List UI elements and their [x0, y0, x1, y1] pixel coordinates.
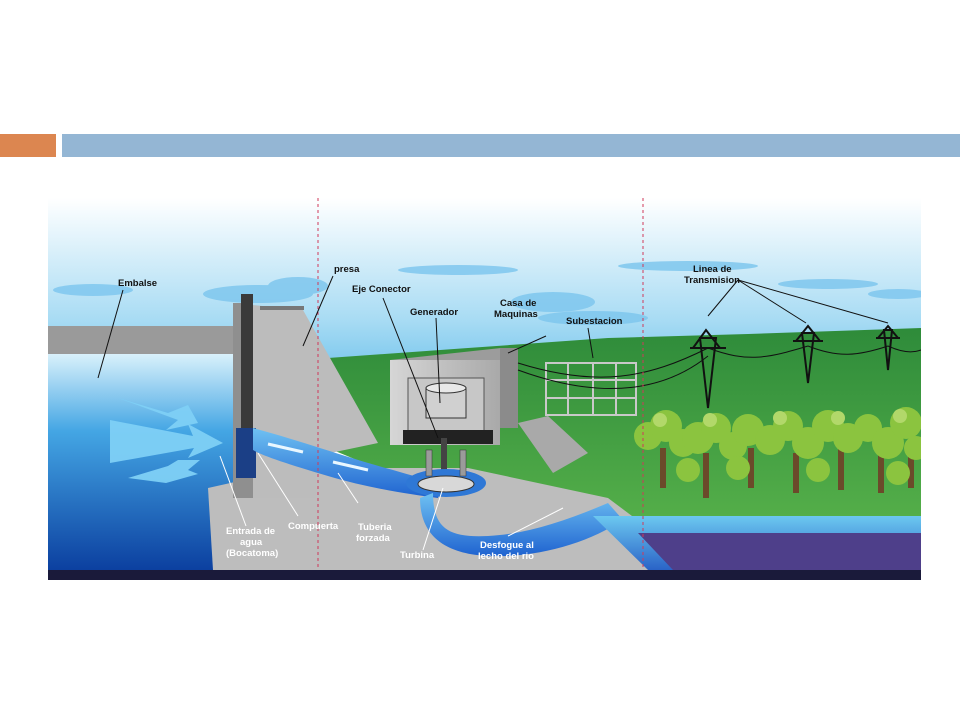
dam-railing: [260, 306, 304, 310]
retaining-wall: [518, 416, 588, 473]
penstock-flow-arrows: [267, 442, 369, 472]
label-entrada-line-1: Entrada de: [226, 526, 275, 537]
intake-gate: [236, 428, 256, 478]
transmission-towers: [690, 324, 900, 409]
turbine-shaft: [441, 438, 447, 476]
label-presa: presa: [334, 264, 360, 275]
turbine-column-2: [459, 449, 467, 477]
label-entrada-line-3: (Bocatoma): [226, 548, 278, 559]
label-embalse: Embalse: [118, 278, 157, 289]
label-desfogue-line-1: Desfogue al: [480, 540, 534, 551]
label-casa-line-2: Maquinas: [494, 309, 538, 320]
riverbank-left: [48, 326, 248, 356]
label-tuberia-line-1: Tuberia: [358, 522, 392, 533]
generator-top: [425, 382, 467, 394]
reservoir-water: [48, 354, 238, 574]
label-leader-lines-white: [219, 452, 564, 551]
label-entrada-line-2: agua: [240, 537, 263, 548]
hydroelectric-plant-diagram: Embalse presa Eje Conector Generador Cas…: [48, 198, 921, 580]
flow-arrows: [110, 398, 223, 483]
section-dividers: [317, 198, 644, 580]
label-generador: Generador: [410, 307, 458, 318]
label-turbina: Turbina: [400, 550, 435, 561]
label-eje-conector: Eje Conector: [352, 284, 411, 295]
label-tuberia-line-2: forzada: [356, 533, 391, 544]
penstock-pipe: [253, 428, 443, 498]
powerhouse-side: [500, 348, 518, 428]
slide-accent-blue-bar: [62, 134, 960, 157]
turbine-runner: [417, 475, 475, 493]
river-far-bank: [638, 533, 921, 570]
label-subestacion: Subestacion: [566, 316, 623, 327]
trees: [634, 407, 921, 498]
label-linea-line-2: Transmision: [684, 275, 740, 286]
label-leader-lines: [97, 275, 889, 439]
bottom-strip: [48, 570, 921, 580]
outflow-channel: [420, 493, 623, 557]
turbine-column-1: [425, 449, 433, 477]
power-lines: [517, 345, 921, 390]
slide-accent-orange-bar: [0, 134, 56, 157]
label-casa-line-1: Casa de: [500, 298, 536, 309]
substation: [545, 362, 637, 416]
label-linea-line-1: Linea de: [693, 264, 732, 275]
clouds: [53, 261, 921, 325]
generator-base: [403, 430, 493, 444]
label-compuerta: Compuerta: [288, 521, 339, 532]
label-desfogue-line-2: lecho del rio: [478, 551, 534, 562]
